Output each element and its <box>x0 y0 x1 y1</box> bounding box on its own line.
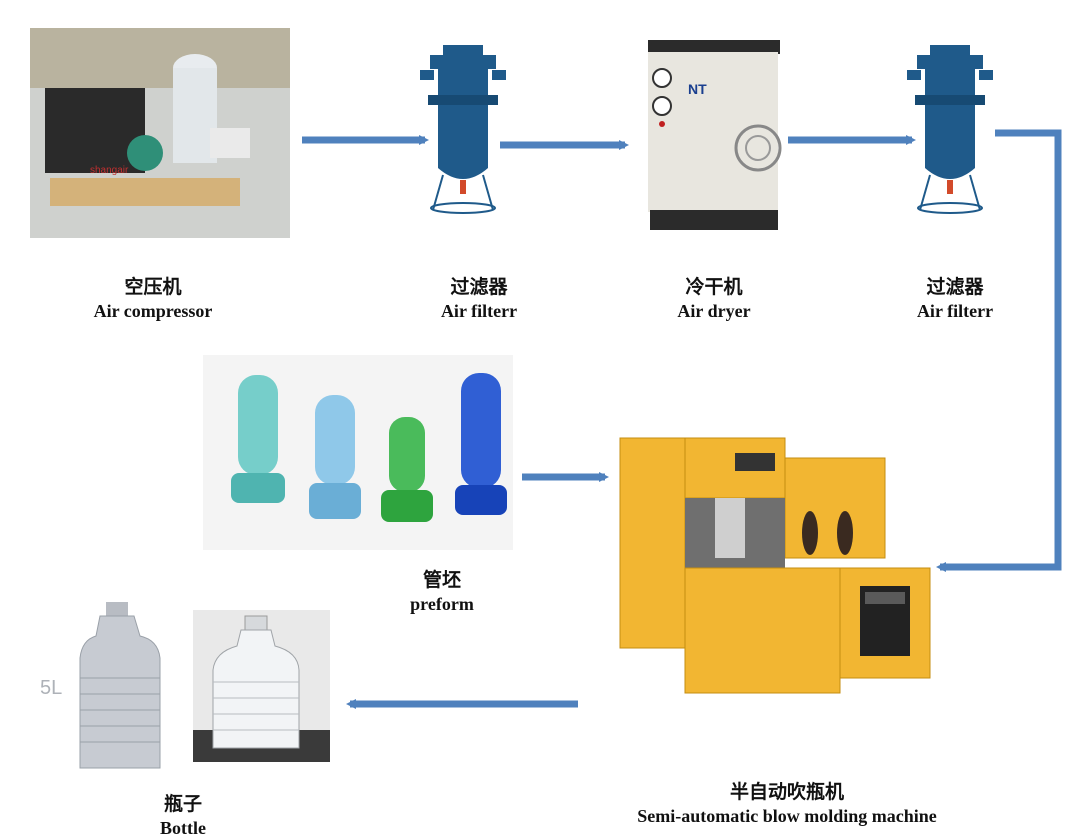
air-filter-1-en: Air filterr <box>440 301 518 321</box>
air-filter-2-en: Air filterr <box>916 301 994 321</box>
air-filter-1-label: 过滤器 Air filterr <box>369 275 589 323</box>
preform-en: preform <box>410 594 474 614</box>
air-filter-photo-1 <box>418 40 508 215</box>
dryer-logo-text: NT <box>688 81 707 97</box>
air-filter-1-zh: 过滤器 <box>450 276 508 298</box>
blow-molding-machine-photo <box>615 418 935 703</box>
compressor-brand-text: shangair <box>90 165 129 176</box>
preform-label: 管坯 preform <box>332 568 552 616</box>
bottle-label: 瓶子 Bottle <box>73 792 293 840</box>
air-dryer-en: Air dryer <box>677 301 751 321</box>
bottle-photo <box>193 610 330 762</box>
air-filter-photo-2 <box>905 40 995 215</box>
blow-molding-zh: 半自动吹瓶机 <box>729 781 844 803</box>
air-dryer-zh: 冷干机 <box>685 276 743 298</box>
air-dryer-photo: NT <box>640 38 785 233</box>
bottle-volume-label: 5L <box>40 677 62 699</box>
air-filter-2-label: 过滤器 Air filterr <box>845 275 1065 323</box>
air-compressor-photo: shangair <box>30 28 290 238</box>
preform-zh: 管坯 <box>422 569 461 591</box>
arrow-filter-to-machine <box>936 129 1062 572</box>
blow-molding-en: Semi-automatic blow molding machine <box>637 806 937 826</box>
air-compressor-zh: 空压机 <box>124 276 182 298</box>
preform-photo <box>203 355 513 550</box>
air-filter-2-zh: 过滤器 <box>926 276 984 298</box>
air-compressor-en: Air compressor <box>93 301 213 321</box>
air-compressor-label: 空压机 Air compressor <box>43 275 263 323</box>
bottle-en: Bottle <box>160 818 206 838</box>
blow-molding-label: 半自动吹瓶机 Semi-automatic blow molding machi… <box>587 780 987 828</box>
air-dryer-label: 冷干机 Air dryer <box>604 275 824 323</box>
bottle-drawing: 5L <box>38 598 188 778</box>
bottle-zh: 瓶子 <box>163 793 202 815</box>
